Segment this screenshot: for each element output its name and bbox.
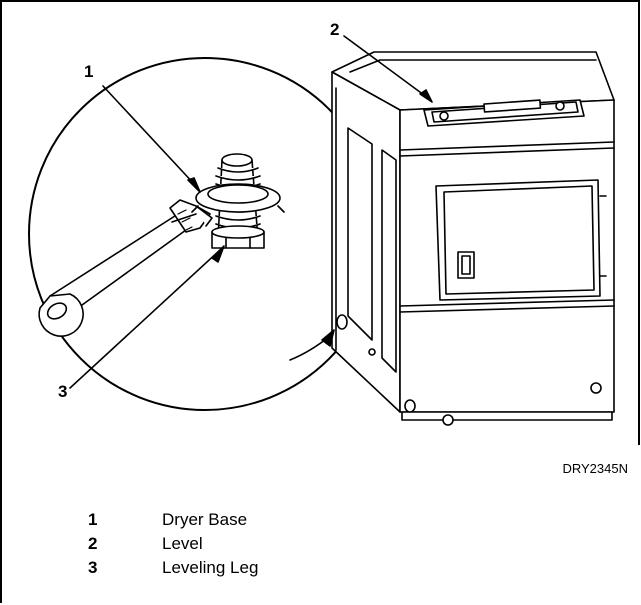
detail-arrow bbox=[289, 329, 335, 361]
callout-3: 3 bbox=[58, 382, 68, 401]
legend-label: Dryer Base bbox=[162, 510, 248, 529]
leveling-leg-icon bbox=[191, 153, 285, 249]
wrench-icon bbox=[38, 199, 213, 337]
legend-number: 1 bbox=[88, 510, 98, 529]
legend-number: 3 bbox=[88, 558, 98, 577]
figure-id: DRY2345N bbox=[562, 461, 628, 476]
level-tool-icon bbox=[423, 99, 585, 127]
callout-leaders bbox=[69, 35, 433, 389]
legend-label: Leveling Leg bbox=[162, 558, 259, 577]
legend-number: 2 bbox=[88, 534, 98, 553]
dryer-cabinet bbox=[331, 51, 615, 421]
dryer-feet bbox=[336, 314, 602, 426]
callout-1: 1 bbox=[84, 62, 94, 81]
callout-2: 2 bbox=[330, 20, 340, 39]
figure-frame-right-edge bbox=[638, 0, 640, 445]
legend-label: Level bbox=[162, 534, 203, 553]
dryer-door bbox=[435, 179, 607, 301]
detail-magnifier-circle bbox=[28, 57, 382, 411]
